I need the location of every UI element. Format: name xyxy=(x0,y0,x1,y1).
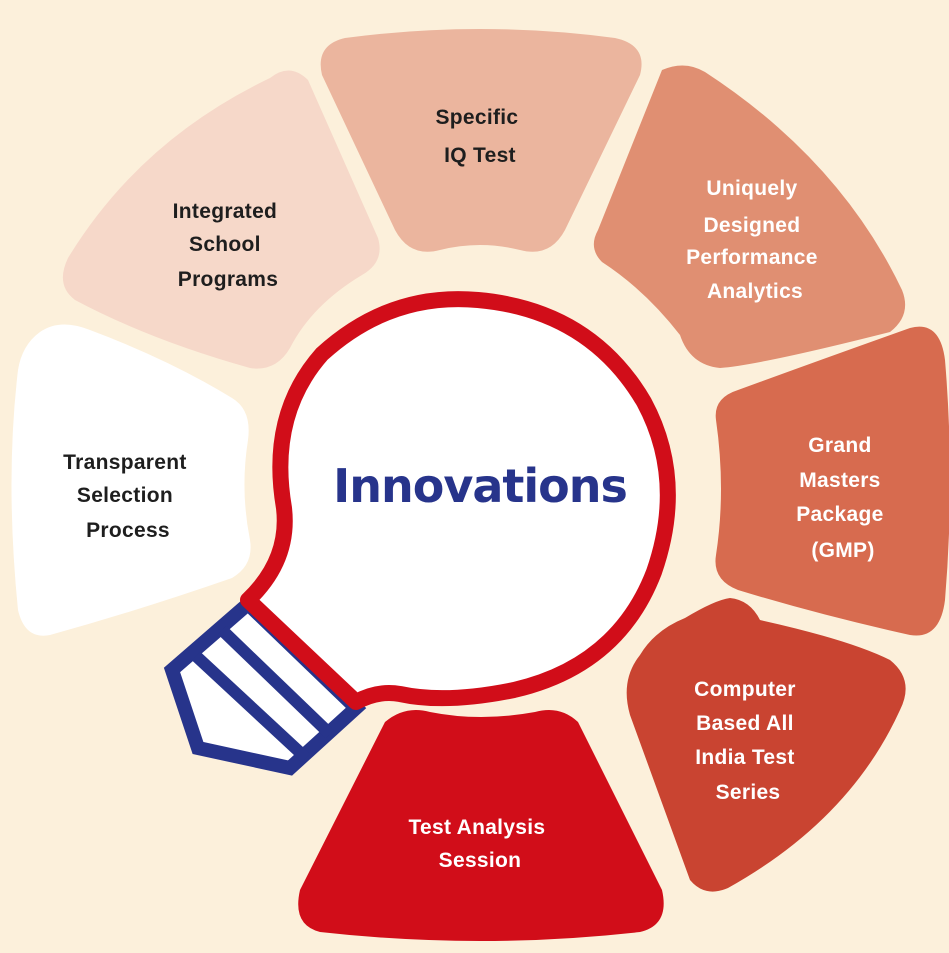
segment-test-analysis: Test Analysis Session xyxy=(298,709,664,941)
segment-computer-based-test-line: Computer xyxy=(694,678,796,701)
segment-gmp: Grand Masters Package (GMP) xyxy=(715,326,949,636)
segment-computer-based-test-line: India Test xyxy=(695,746,794,769)
segment-gmp-line: (GMP) xyxy=(811,539,874,562)
segment-integrated-school-label: Integrated School Programs xyxy=(173,200,284,291)
bulb-glass xyxy=(240,291,676,710)
segment-iq-test-line: IQ Test xyxy=(444,144,516,167)
bulb-base-stripe xyxy=(191,651,311,763)
segment-test-analysis-line: Session xyxy=(439,849,522,872)
segment-iq-test-line: Specific xyxy=(435,106,518,129)
segment-computer-based-test-shape xyxy=(626,598,906,892)
segment-iq-test-label: Specific IQ Test xyxy=(435,106,524,167)
segment-computer-based-test-line: Based All xyxy=(696,712,794,735)
segment-transparent-selection-line: Selection xyxy=(77,484,173,507)
segment-iq-test-shape xyxy=(320,29,642,252)
segment-gmp-line: Grand xyxy=(808,434,871,457)
segment-computer-based-test: Computer Based All India Test Series xyxy=(626,598,906,892)
segment-gmp-label: Grand Masters Package (GMP) xyxy=(796,434,889,562)
segment-gmp-line: Package xyxy=(796,503,883,526)
bulb-base-stripe xyxy=(217,625,335,739)
segment-computer-based-test-label: Computer Based All India Test Series xyxy=(694,678,802,804)
segment-integrated-school: Integrated School Programs xyxy=(62,70,380,369)
center-title: Innovations xyxy=(333,459,627,513)
segment-iq-test: Specific IQ Test xyxy=(320,29,642,252)
segment-test-analysis-line: Test Analysis xyxy=(408,816,545,839)
segment-integrated-school-shape xyxy=(62,70,380,369)
segment-transparent-selection-shape xyxy=(11,324,251,636)
segment-performance-analytics-line: Designed xyxy=(703,214,800,237)
segment-gmp-line: Masters xyxy=(799,469,880,492)
segment-performance-analytics-label: Uniquely Designed Performance Analytics xyxy=(686,177,824,303)
segment-transparent-selection-line: Transparent xyxy=(63,451,187,474)
segment-integrated-school-line: Programs xyxy=(178,268,278,291)
segment-gmp-shape xyxy=(715,326,949,636)
segment-integrated-school-line: School xyxy=(189,233,261,256)
segment-transparent-selection: Transparent Selection Process xyxy=(11,324,251,636)
segment-performance-analytics-shape xyxy=(593,65,906,369)
segment-performance-analytics-line: Performance xyxy=(686,246,818,269)
segment-transparent-selection-line: Process xyxy=(86,519,170,542)
segment-computer-based-test-line: Series xyxy=(716,781,781,804)
segment-transparent-selection-label: Transparent Selection Process xyxy=(63,451,193,542)
bulb-glass-shape xyxy=(240,291,676,710)
segment-performance-analytics-line: Analytics xyxy=(707,280,803,303)
segment-performance-analytics: Uniquely Designed Performance Analytics xyxy=(593,65,906,369)
segment-test-analysis-shape xyxy=(298,709,664,941)
segment-performance-analytics-line: Uniquely xyxy=(706,177,797,200)
segment-integrated-school-line: Integrated xyxy=(173,200,278,223)
segment-test-analysis-label: Test Analysis Session xyxy=(408,816,551,872)
